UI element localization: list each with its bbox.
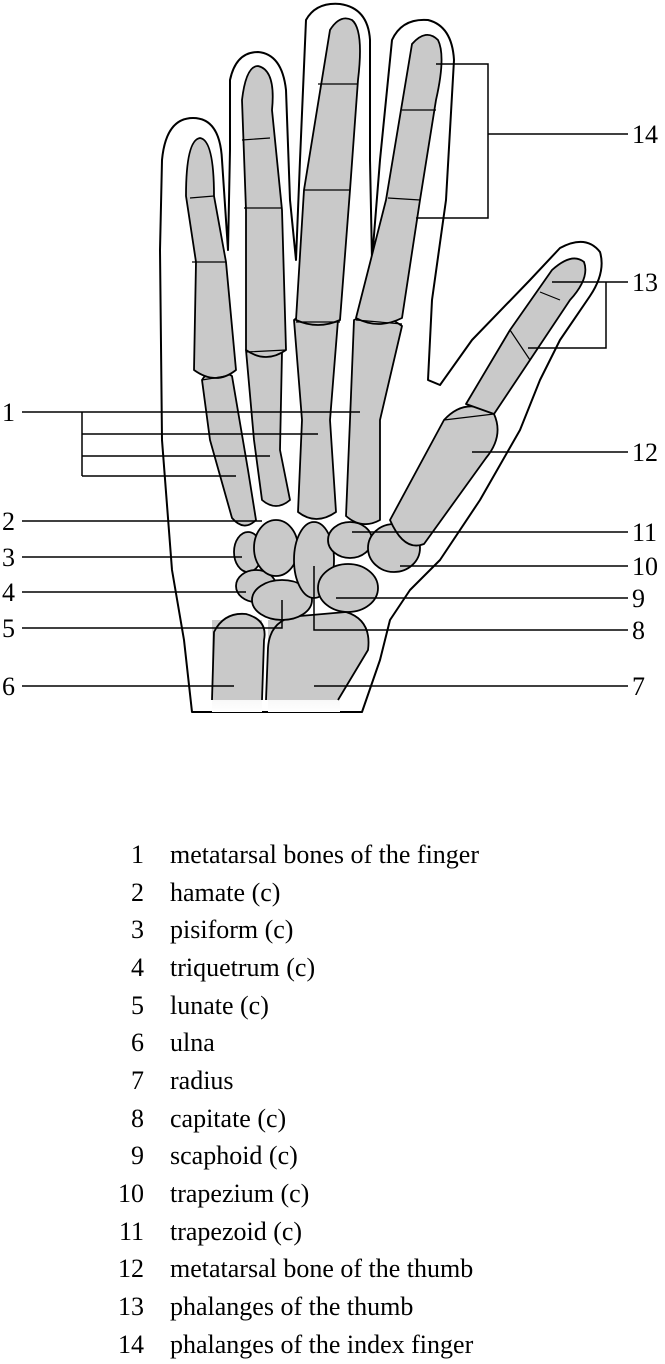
legend-number: 12 — [118, 1254, 144, 1284]
legend: 1 metatarsal bones of the finger 2 hamate … — [100, 836, 640, 1364]
legend-item: 2 hamate (c) — [100, 874, 640, 912]
legend-label: radius — [170, 1065, 234, 1095]
legend-label: trapezoid (c) — [170, 1216, 303, 1246]
legend-item: 12 metatarsal bone of the thumb — [100, 1251, 640, 1289]
legend-label: pisiform (c) — [170, 915, 294, 945]
legend-number: 5 — [131, 990, 144, 1020]
legend-item: 6 ulna — [100, 1024, 640, 1062]
legend-label: triquetrum (c) — [170, 952, 316, 982]
legend-number: 7 — [131, 1065, 144, 1095]
callout-3: 3 — [2, 543, 15, 572]
legend-label: hamate (c) — [170, 877, 281, 907]
callout-6: 6 — [2, 672, 15, 701]
ulna-outline — [211, 612, 266, 701]
callout-10: 10 — [632, 552, 658, 581]
callout-14: 14 — [632, 120, 658, 149]
callout-4: 4 — [2, 578, 15, 607]
legend-label: ulna — [170, 1028, 215, 1058]
legend-label: metatarsal bone of the thumb — [170, 1254, 474, 1284]
legend-item: 13 phalanges of the thumb — [100, 1288, 640, 1326]
legend-number: 4 — [131, 952, 144, 982]
legend-item: 1 metatarsal bones of the finger — [100, 836, 640, 874]
legend-item: 10 trapezium (c) — [100, 1175, 640, 1213]
callout-2: 2 — [2, 507, 15, 536]
leader-lines — [22, 63, 628, 687]
callout-8: 8 — [632, 616, 645, 645]
callout-5: 5 — [2, 614, 15, 643]
legend-item: 3 pisiform (c) — [100, 911, 640, 949]
radius-outline — [265, 611, 370, 701]
phalanges-thumb — [465, 257, 587, 415]
callout-numbers: 1 2 3 4 5 6 7 8 9 10 11 12 13 14 — [2, 120, 658, 701]
legend-item: 5 lunate (c) — [100, 987, 640, 1025]
legend-item: 4 triquetrum (c) — [100, 949, 640, 987]
legend-number: 1 — [131, 839, 144, 869]
legend-number: 14 — [118, 1329, 144, 1359]
hamate-bone — [253, 519, 299, 577]
joint-lines — [189, 83, 561, 421]
legend-number: 11 — [118, 1216, 144, 1246]
legend-item: 14 phalanges of the index finger — [100, 1326, 640, 1364]
legend-number: 2 — [131, 877, 144, 907]
callout-12: 12 — [632, 438, 658, 467]
scaphoid-bone — [317, 563, 379, 613]
phalanges-little — [185, 137, 237, 379]
legend-label: lunate (c) — [170, 990, 269, 1020]
legend-number: 6 — [131, 1028, 144, 1058]
legend-number: 9 — [131, 1141, 144, 1171]
phalanges-index — [355, 34, 443, 325]
phalanges-middle — [295, 17, 361, 326]
callout-13: 13 — [632, 268, 658, 297]
legend-label: scaphoid (c) — [170, 1141, 298, 1171]
legend-number: 10 — [118, 1179, 144, 1209]
legend-label: capitate (c) — [170, 1103, 287, 1133]
callout-1: 1 — [2, 398, 15, 427]
legend-number: 3 — [131, 915, 144, 945]
legend-number: 13 — [118, 1292, 144, 1322]
callout-9: 9 — [632, 584, 645, 613]
legend-label: metatarsal bones of the finger — [170, 839, 479, 869]
legend-item: 11 trapezoid (c) — [100, 1213, 640, 1251]
legend-label: trapezium (c) — [170, 1179, 310, 1209]
legend-item: 8 capitate (c) — [100, 1100, 640, 1138]
trapezoid-bone — [327, 521, 373, 559]
legend-number: 8 — [131, 1103, 144, 1133]
callout-11: 11 — [632, 518, 657, 547]
legend-label: phalanges of the thumb — [170, 1292, 414, 1322]
metacarpal-thumb — [389, 405, 499, 547]
callout-7: 7 — [632, 672, 645, 701]
hand-skeleton-diagram: 1 2 3 4 5 6 7 8 9 10 11 12 13 14 — [2, 2, 658, 713]
legend-item: 9 scaphoid (c) — [100, 1138, 640, 1176]
legend-item: 7 radius — [100, 1062, 640, 1100]
legend-label: phalanges of the index finger — [170, 1329, 474, 1359]
